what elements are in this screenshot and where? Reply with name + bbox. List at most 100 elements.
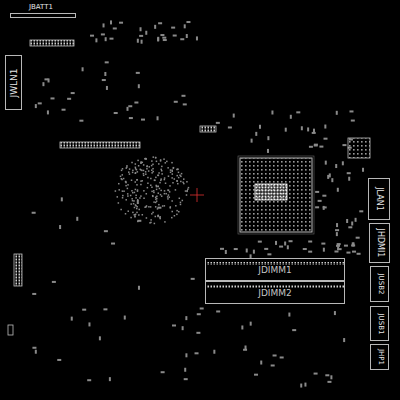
smd-part bbox=[87, 379, 91, 381]
smd-part bbox=[125, 185, 127, 187]
smd-part bbox=[124, 316, 126, 320]
smd-part bbox=[157, 116, 159, 120]
smd-part bbox=[347, 172, 351, 174]
smd-part bbox=[169, 185, 171, 187]
smd-part bbox=[135, 195, 137, 197]
smd-part bbox=[325, 374, 329, 376]
smd-part bbox=[285, 128, 287, 132]
smd-part bbox=[128, 210, 129, 212]
connector-outline: JBATT1 bbox=[10, 13, 76, 18]
smd-part bbox=[165, 193, 167, 195]
smd-part bbox=[196, 36, 198, 40]
smd-part bbox=[57, 359, 61, 361]
smd-part bbox=[160, 160, 162, 162]
smd-part bbox=[141, 170, 143, 172]
smd-part bbox=[127, 193, 129, 195]
smd-part bbox=[137, 220, 141, 222]
smd-part bbox=[172, 173, 174, 175]
smd-part bbox=[130, 217, 132, 219]
smd-part bbox=[126, 167, 128, 169]
smd-part bbox=[275, 241, 277, 245]
smd-part bbox=[155, 185, 157, 187]
smd-part bbox=[125, 199, 127, 201]
smd-part bbox=[135, 189, 137, 191]
smd-part bbox=[155, 198, 157, 200]
smd-part bbox=[150, 222, 152, 224]
smd-part bbox=[138, 84, 140, 88]
ref-designator: JHP1 bbox=[376, 349, 383, 365]
smd-part bbox=[136, 184, 138, 186]
connector-outline: JHDMI1 bbox=[369, 223, 390, 263]
smd-part bbox=[139, 197, 141, 199]
smd-part bbox=[165, 182, 167, 184]
smd-part bbox=[164, 221, 166, 223]
smd-part bbox=[153, 201, 155, 203]
smd-part bbox=[171, 200, 173, 202]
smd-part bbox=[138, 165, 140, 167]
smd-part bbox=[167, 198, 169, 200]
smd-part bbox=[143, 198, 145, 200]
smd-part bbox=[136, 212, 138, 214]
smd-part bbox=[131, 190, 133, 192]
smd-part bbox=[180, 181, 182, 183]
smd-part bbox=[155, 197, 157, 199]
smd-part bbox=[158, 172, 160, 174]
smd-part bbox=[234, 248, 238, 250]
smd-part bbox=[155, 157, 157, 159]
smd-part bbox=[61, 197, 63, 201]
smd-part bbox=[271, 364, 275, 366]
smd-part bbox=[140, 184, 142, 186]
smd-part bbox=[110, 20, 112, 24]
smd-part bbox=[171, 162, 173, 164]
smd-part bbox=[183, 183, 185, 185]
smd-part bbox=[162, 205, 164, 207]
smd-part bbox=[141, 40, 143, 44]
smd-part bbox=[170, 207, 172, 209]
smd-part bbox=[140, 27, 142, 31]
smd-part bbox=[183, 178, 185, 180]
smd-part bbox=[154, 25, 156, 29]
smd-part bbox=[136, 208, 138, 210]
smd-part bbox=[122, 195, 124, 197]
smd-part bbox=[145, 158, 147, 160]
smd-part bbox=[104, 72, 106, 76]
smd-part bbox=[146, 205, 148, 207]
smd-part bbox=[161, 170, 163, 172]
smd-part bbox=[309, 146, 313, 148]
smd-part bbox=[301, 126, 303, 130]
smd-part bbox=[52, 281, 56, 283]
smd-part bbox=[250, 322, 252, 326]
smd-part bbox=[346, 219, 348, 223]
smd-part bbox=[151, 186, 153, 188]
ref-designator: JUSB2 bbox=[376, 274, 383, 295]
smd-part bbox=[71, 317, 73, 321]
smd-part bbox=[132, 200, 134, 202]
smd-part bbox=[171, 217, 173, 219]
smd-part bbox=[157, 37, 159, 41]
smd-part bbox=[106, 86, 108, 90]
smd-part bbox=[135, 168, 137, 170]
smd-part bbox=[148, 206, 150, 208]
smd-part bbox=[172, 182, 174, 184]
smd-part bbox=[104, 230, 108, 232]
smd-part bbox=[290, 115, 292, 119]
smd-part bbox=[246, 248, 248, 252]
smd-part bbox=[180, 204, 182, 206]
smd-part bbox=[169, 196, 171, 198]
smd-part bbox=[47, 110, 49, 114]
smd-part bbox=[152, 164, 154, 166]
smd-part bbox=[127, 188, 129, 190]
smd-part bbox=[336, 245, 340, 247]
smd-part bbox=[159, 182, 161, 184]
smd-part bbox=[158, 192, 160, 194]
smd-part bbox=[186, 34, 188, 38]
smd-part bbox=[178, 177, 180, 179]
smd-part bbox=[175, 205, 177, 207]
smd-part bbox=[170, 169, 172, 171]
smd-part bbox=[304, 383, 306, 387]
smd-part bbox=[59, 225, 61, 229]
smd-part bbox=[146, 193, 148, 195]
smd-part bbox=[117, 196, 119, 198]
smd-part bbox=[90, 35, 94, 37]
